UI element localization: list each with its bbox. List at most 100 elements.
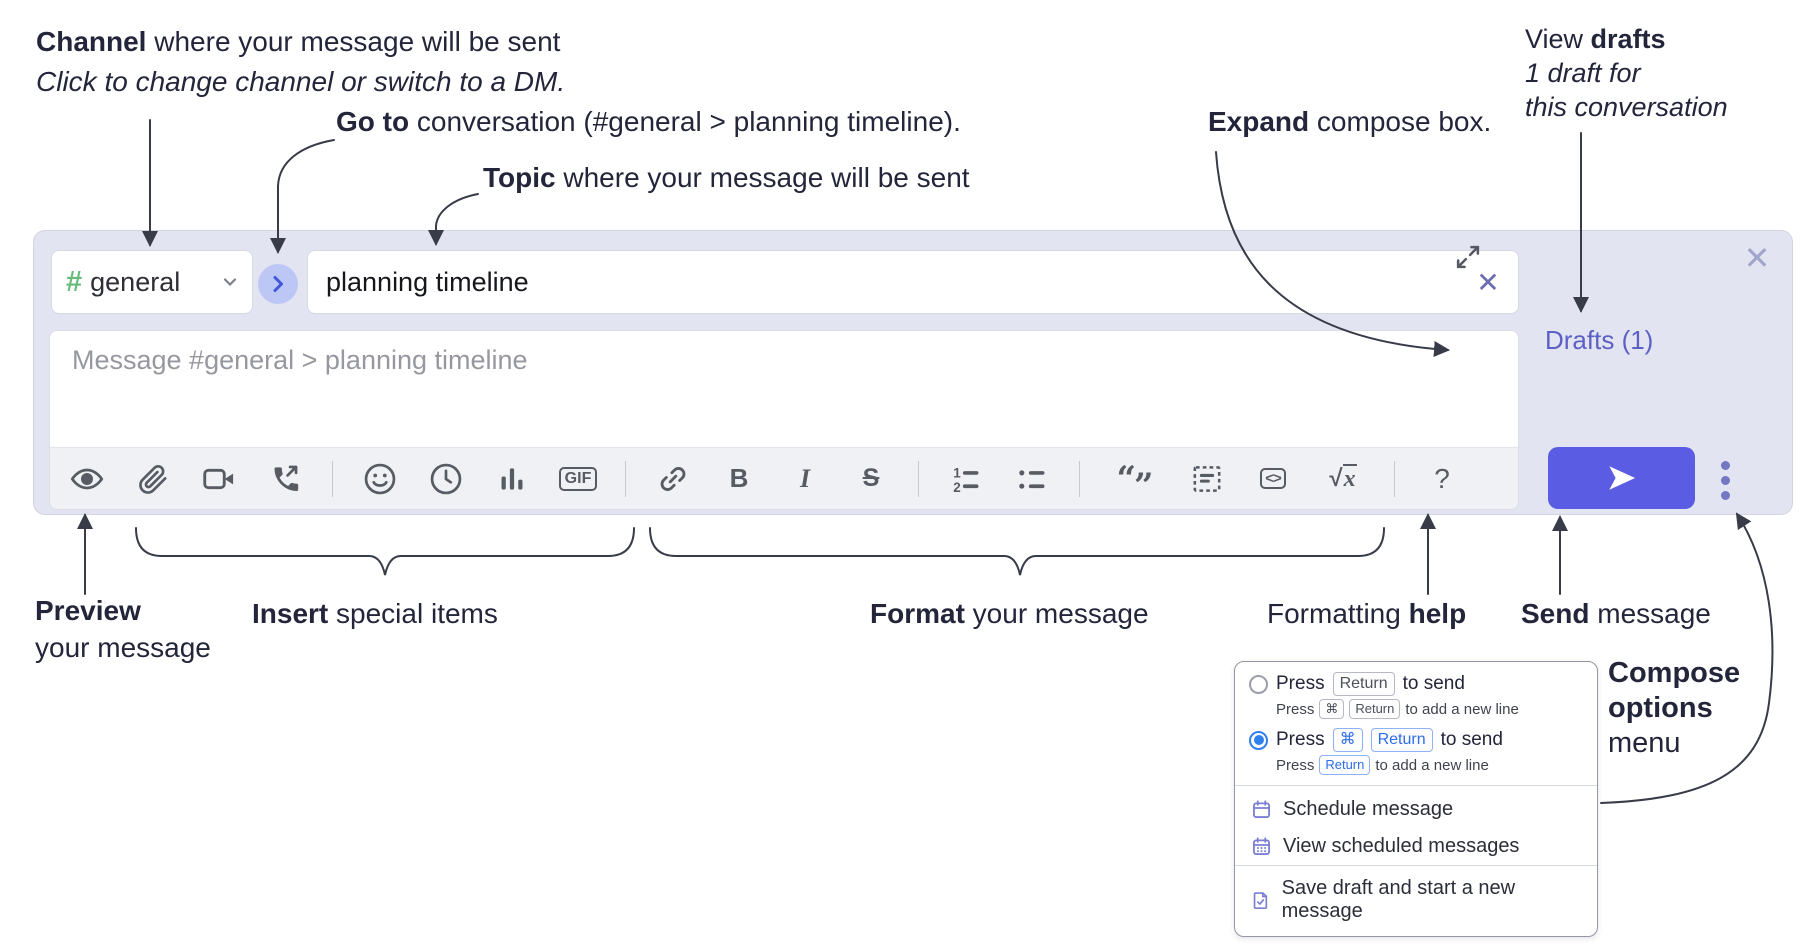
go-to-conversation-button[interactable]	[258, 264, 298, 304]
calendar-view-icon	[1253, 837, 1270, 855]
voice-call-button[interactable]	[266, 456, 304, 502]
radio-selected-icon[interactable]	[1249, 730, 1268, 750]
return-key: Return	[1319, 755, 1371, 775]
menu-item-label: Schedule message	[1283, 798, 1454, 820]
compose-options-annotation: Compose options menu	[1608, 656, 1740, 761]
compose-toolbar: GIF B I S 1	[49, 447, 1519, 510]
close-icon: ✕	[1743, 240, 1771, 276]
topic-input[interactable]	[308, 251, 1518, 313]
expand-compose-button[interactable]	[1447, 237, 1489, 279]
numbered-list-button[interactable]: 1 2	[947, 456, 985, 502]
poll-button[interactable]	[493, 456, 531, 502]
compose-options-line3: menu	[1608, 727, 1681, 759]
global-time-button[interactable]	[427, 456, 465, 502]
send-option-return[interactable]: Press Return to send	[1249, 672, 1581, 696]
return-key: Return	[1349, 699, 1401, 719]
send-message-bold: Send	[1521, 598, 1590, 629]
radio-unselected-icon[interactable]	[1249, 674, 1268, 694]
bold-icon: B	[729, 463, 749, 493]
format-annotation: Format your message	[870, 594, 1149, 634]
channel-annotation-rest: where your message will be sent	[146, 26, 561, 57]
expand-icon	[1456, 245, 1480, 268]
schedule-message-item[interactable]: Schedule message	[1235, 786, 1597, 828]
topic-annotation-rest: where your message will be sent	[555, 162, 970, 193]
channel-annotation-bold: Channel	[36, 26, 147, 57]
insert-annotation-bold: Insert	[252, 598, 329, 629]
topic-clear-button[interactable]: ✕	[1468, 263, 1508, 303]
quote-button[interactable]: “”	[1108, 456, 1160, 506]
bold-button[interactable]: B	[720, 456, 758, 502]
compose-close-button[interactable]: ✕	[1734, 235, 1780, 281]
link-button[interactable]	[654, 456, 692, 502]
insert-annotation-rest: special items	[328, 598, 498, 629]
format-annotation-rest: your message	[964, 598, 1149, 629]
italic-icon: I	[799, 463, 811, 493]
link-icon	[660, 466, 686, 491]
compose-options-button[interactable]	[1707, 453, 1743, 507]
channel-hash-icon: #	[66, 265, 83, 298]
calendar-icon	[1253, 800, 1270, 818]
send-message-rest: message	[1589, 598, 1711, 629]
message-input[interactable]	[50, 331, 1518, 447]
send-option-cmd-return[interactable]: Press ⌘ Return to send	[1249, 728, 1581, 752]
topic-annotation: Topic where your message will be sent	[483, 158, 970, 198]
channel-annotation: Channel where your message will be sent …	[36, 22, 565, 102]
preview-button[interactable]	[68, 456, 106, 502]
chevron-right-icon	[273, 276, 283, 292]
bar-chart-icon	[501, 467, 523, 490]
channel-selector[interactable]: # general	[51, 250, 253, 314]
view-drafts-line3: this conversation	[1525, 92, 1728, 122]
topic-annotation-bold: Topic	[483, 162, 556, 193]
gif-icon: GIF	[558, 466, 598, 491]
quote-icon: “”	[1116, 458, 1153, 506]
view-drafts-pre: View	[1525, 24, 1591, 54]
bulleted-list-icon	[1019, 469, 1045, 489]
menu-item-label: Save draft and start a new message	[1281, 877, 1516, 922]
compose-options-menu: Press Return to send Press ⌘ Return to a…	[1234, 661, 1598, 937]
return-key: Return	[1332, 672, 1395, 696]
code-button[interactable]: <>	[1254, 456, 1292, 502]
strikethrough-icon: S	[862, 464, 880, 492]
option-text: to send	[1402, 673, 1465, 694]
cmd-key: ⌘	[1319, 699, 1345, 719]
send-option-return-sub: Press ⌘ Return to add a new line	[1276, 699, 1519, 719]
math-icon: √x	[1329, 463, 1357, 492]
preview-annotation-line2: your message	[35, 632, 211, 663]
italic-button[interactable]: I	[786, 456, 824, 502]
attach-file-button[interactable]	[134, 456, 172, 502]
code-icon: <>	[1260, 468, 1286, 489]
drafts-link[interactable]: Drafts (1)	[1545, 325, 1654, 355]
video-call-button[interactable]	[200, 456, 238, 502]
format-annotation-bold: Format	[870, 598, 965, 629]
question-mark-icon: ?	[1434, 462, 1450, 494]
clock-icon	[430, 463, 462, 494]
bulleted-list-button[interactable]	[1013, 456, 1051, 502]
send-icon	[1608, 466, 1635, 490]
spoiler-button[interactable]	[1188, 456, 1226, 502]
chevron-down-icon	[220, 272, 240, 292]
message-area	[49, 330, 1519, 447]
emoji-button[interactable]	[361, 456, 399, 502]
strikethrough-button[interactable]: S	[852, 456, 890, 502]
expand-annotation-rest: compose box.	[1309, 106, 1492, 137]
save-draft-new-message-item[interactable]: Save draft and start a new message	[1235, 866, 1597, 936]
insert-brace	[135, 527, 635, 576]
insert-annotation: Insert special items	[252, 594, 498, 634]
popup-divider	[1235, 785, 1597, 786]
send-button[interactable]	[1548, 447, 1695, 509]
view-drafts-bold: drafts	[1590, 24, 1666, 54]
cmd-key: ⌘	[1332, 728, 1363, 752]
numbered-list-icon: 1 2	[953, 465, 979, 494]
gif-button[interactable]: GIF	[558, 456, 598, 502]
smiley-icon	[364, 463, 396, 494]
formatting-help-bold: help	[1408, 598, 1467, 629]
help-button[interactable]: ?	[1423, 456, 1461, 502]
view-scheduled-messages-item[interactable]: View scheduled messages	[1235, 828, 1597, 865]
compose-box: # general ✕ ✕	[33, 230, 1793, 515]
formatting-help-annotation: Formatting help	[1267, 594, 1466, 634]
go-to-annotation-rest: conversation (#general > planning timeli…	[409, 106, 961, 137]
math-button[interactable]: √x	[1320, 456, 1366, 502]
send-option-cmd-return-sub: Press Return to add a new line	[1276, 755, 1489, 775]
view-drafts-line2: 1 draft for	[1525, 58, 1641, 88]
